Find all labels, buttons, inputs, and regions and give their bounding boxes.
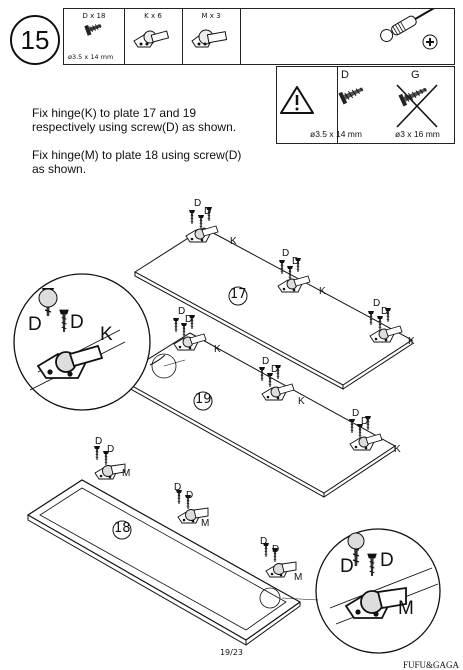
hinge-k-icon xyxy=(133,30,170,48)
label-d: D xyxy=(174,482,182,493)
label-k: K xyxy=(230,236,237,247)
label-d: D xyxy=(262,356,270,367)
label-d: D xyxy=(185,314,193,325)
cross-out-icon xyxy=(396,84,438,128)
correct-screw-letter: D xyxy=(341,69,349,81)
step-number: 15 xyxy=(10,15,60,65)
label-d: D xyxy=(292,256,300,267)
instruction-k-line2: respectively using screw(D) as shown. xyxy=(32,120,237,134)
label-k: K xyxy=(394,444,401,455)
instruction-k: Fix hinge(K) to plate 17 and 19 respecti… xyxy=(32,106,236,134)
warning-triangle-icon xyxy=(280,86,314,114)
label-k: K xyxy=(214,344,221,355)
detail-label-d: D xyxy=(28,314,42,335)
parts-list: D x 18 K x 6 M x 3 ø3.5 x 14 mm xyxy=(63,8,455,65)
plate-17-number: 17 xyxy=(230,287,247,302)
detail-label-d: D xyxy=(70,312,84,333)
correct-screw-size: ø3.5 x 14 mm xyxy=(310,129,362,139)
part-label-hinge-k: K x 6 xyxy=(144,12,162,20)
part-label-hinge-m: M x 3 xyxy=(201,12,221,20)
plate-18 xyxy=(26,479,302,646)
detail-circle-k xyxy=(13,273,166,411)
phillips-tip-icon xyxy=(422,34,438,50)
screw-warning-box: D G ø3.5 x 14 mm ø3 x 16 mm xyxy=(276,66,455,144)
detail-label-d: D xyxy=(380,550,394,571)
label-d: D xyxy=(373,298,381,309)
detail-marker-m xyxy=(259,587,281,609)
instruction-m: Fix hinge(M) to plate 18 using screw(D) … xyxy=(32,148,241,176)
label-d: D xyxy=(282,248,290,259)
instruction-m-line1: Fix hinge(M) to plate 18 using screw(D) xyxy=(32,148,242,162)
page-number: 19/23 xyxy=(219,648,244,657)
instruction-m-line2: as shown. xyxy=(32,162,87,176)
correct-screw-icon xyxy=(338,87,364,105)
brand-code: FUFU&GAGA xyxy=(402,660,459,670)
part-label-screw: D x 18 xyxy=(82,12,106,20)
plate-17 xyxy=(134,227,413,390)
label-d: D xyxy=(361,416,369,427)
label-d: D xyxy=(186,490,194,501)
label-d: D xyxy=(204,206,212,217)
wrong-screw-size: ø3 x 16 mm xyxy=(395,129,440,139)
label-d: D xyxy=(178,306,186,317)
label-d: D xyxy=(107,444,115,455)
detail-label-k: K xyxy=(100,324,113,345)
screwdriver-icon xyxy=(380,9,440,42)
detail-label-m: M xyxy=(398,598,414,619)
label-m: M xyxy=(122,468,131,479)
plate-19-number: 19 xyxy=(195,392,212,407)
label-k: K xyxy=(319,286,326,297)
wrong-screw-letter: G xyxy=(411,69,420,81)
label-k: K xyxy=(408,336,415,347)
label-d: D xyxy=(272,544,280,555)
label-d: D xyxy=(381,306,389,317)
label-k: K xyxy=(298,396,305,407)
detail-marker-k xyxy=(151,353,177,379)
screw-icon xyxy=(84,24,102,36)
label-m: M xyxy=(294,572,303,583)
detail-label-d: D xyxy=(340,556,354,577)
instruction-k-line1: Fix hinge(K) to plate 17 and 19 xyxy=(32,106,197,120)
label-m: M xyxy=(201,518,210,529)
detail-circle-m xyxy=(315,528,441,654)
label-d: D xyxy=(352,408,360,419)
label-d: D xyxy=(194,198,202,209)
plate-18-number: 18 xyxy=(114,521,131,536)
hinge-m-icon xyxy=(191,29,228,48)
label-d: D xyxy=(95,436,103,447)
part-size-screw: ø3.5 x 14 mm xyxy=(68,53,114,61)
label-d: D xyxy=(271,364,279,375)
label-d: D xyxy=(260,536,268,547)
